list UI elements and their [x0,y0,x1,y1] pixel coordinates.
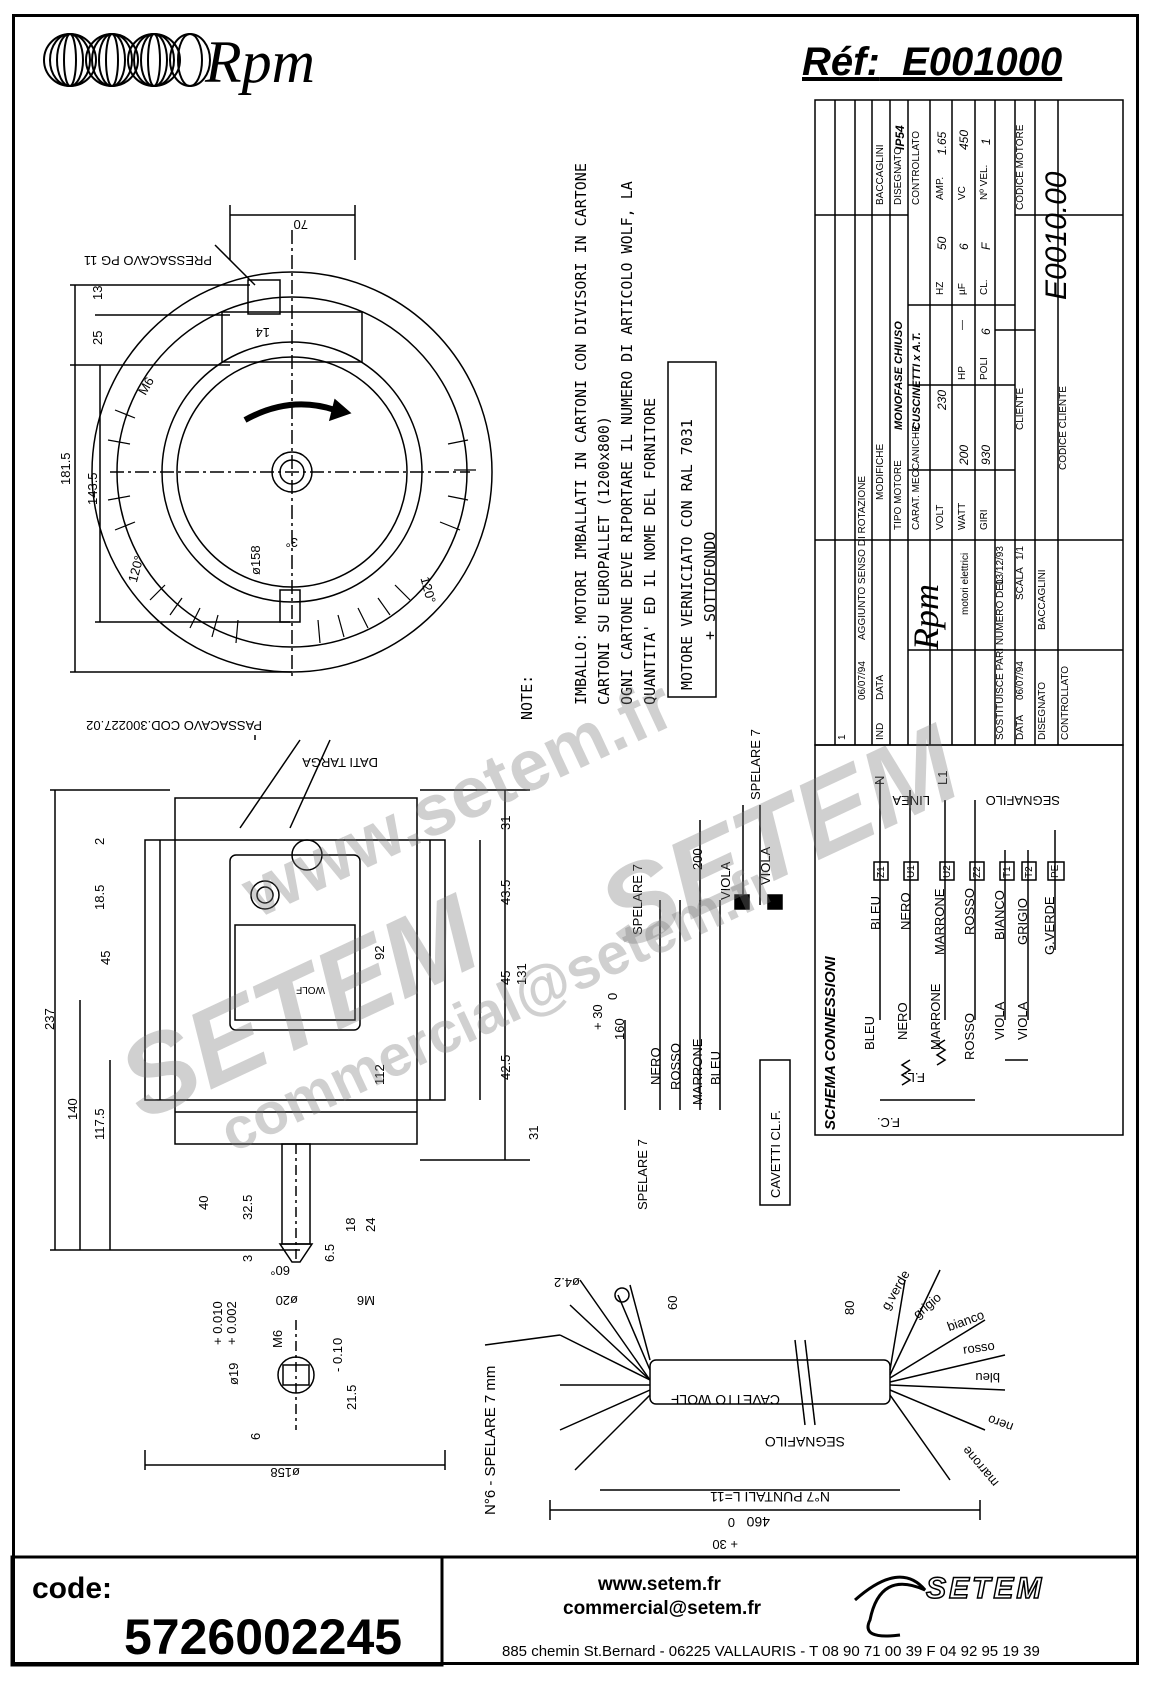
dim-d158: ø158 [248,545,263,575]
wiring-schema [873,780,1065,1101]
dim-13: 13 [90,285,105,300]
side-view [50,735,530,1263]
label-dati-targa: DATI TARGA [302,755,378,770]
packaging-notes: NOTE: [516,675,539,720]
paint-note: MOTORE VERNICIATO CON RAL 7031 + SOTTOFO… [678,419,719,690]
dim-25: 25 [90,330,105,345]
reference-number: Réf: E001000 [802,40,1063,84]
notes-title: NOTE: [518,674,536,720]
notes-lines: IMBALLO: MOTORI IMBALLATI IN CARTONI CON… [570,163,662,705]
wire-harness [484,1269,1006,1520]
setem-swoosh-logo [854,1575,927,1638]
note-line: IMBALLO: MOTORI IMBALLATI IN CARTONI CON… [572,163,590,705]
setem-logo: SETEM [925,1571,1045,1606]
email-link[interactable]: commercial@setem.fr [563,1598,762,1619]
website-link[interactable]: www.setem.fr [598,1574,721,1595]
title-block [814,99,1124,1136]
brand-logo-text: Rpm [205,29,315,95]
note-line: OGNI CARTONE DEVE RIPORTARE IL NUMERO DI… [618,181,636,705]
dim-3deg: 3° [285,535,298,550]
motor-code: E0010.00 [1040,171,1073,300]
shaft-section [144,1320,446,1470]
label-pressacavo: PRESSACAVO PG 11 [83,253,212,268]
label-passacavo: PASSACAVO COD.300227.02 [86,718,262,733]
drawing-frame [12,14,1139,1665]
note-line: QUANTITA' ED IL NOME DEL FORNITORE [641,397,659,705]
cable-details [624,361,791,1206]
front-view [70,205,493,680]
dim-14: 14 [255,325,270,340]
dim-70: 70 [293,217,308,232]
dim-143-5: 143.5 [85,472,100,505]
rpm-coil-logo [43,33,211,87]
company-address: 885 chemin St.Bernard - 06225 VALLAURIS … [502,1643,1040,1660]
note-line: CARTONI SU EUROPALLET (1200x800) [595,416,613,705]
title-block-brand: Rpm [906,584,946,650]
code-label: code: [32,1572,113,1605]
product-code: 5726002245 [124,1609,403,1665]
dim-181-5: 181.5 [58,452,73,485]
schema-title: SCHEMA CONNESSIONI [822,956,839,1130]
nameplate: WOLF [296,984,325,995]
